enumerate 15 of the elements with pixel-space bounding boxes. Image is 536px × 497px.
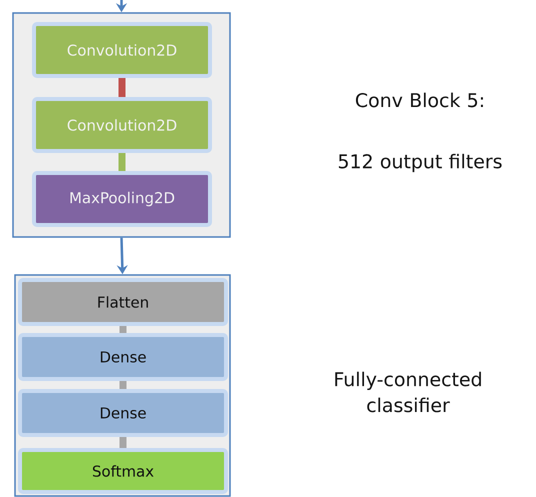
layer-box: Flatten xyxy=(18,278,228,326)
connector xyxy=(118,78,126,97)
layer-box: Dense xyxy=(18,333,228,381)
side-label: Conv Block 5: xyxy=(356,92,483,108)
connector xyxy=(120,326,126,333)
connector xyxy=(120,381,126,389)
layer-box: Convolution2D xyxy=(32,22,212,78)
layer-box: Dense xyxy=(18,389,228,437)
side-label: Fully-connected classifier xyxy=(335,372,481,412)
layer-box: MaxPooling2D xyxy=(32,171,212,227)
connector xyxy=(118,153,126,171)
side-label: 512 output filters xyxy=(338,154,502,172)
layer-box: Convolution2D xyxy=(32,97,212,153)
layer-box: Softmax xyxy=(18,448,228,494)
connector xyxy=(120,437,126,448)
